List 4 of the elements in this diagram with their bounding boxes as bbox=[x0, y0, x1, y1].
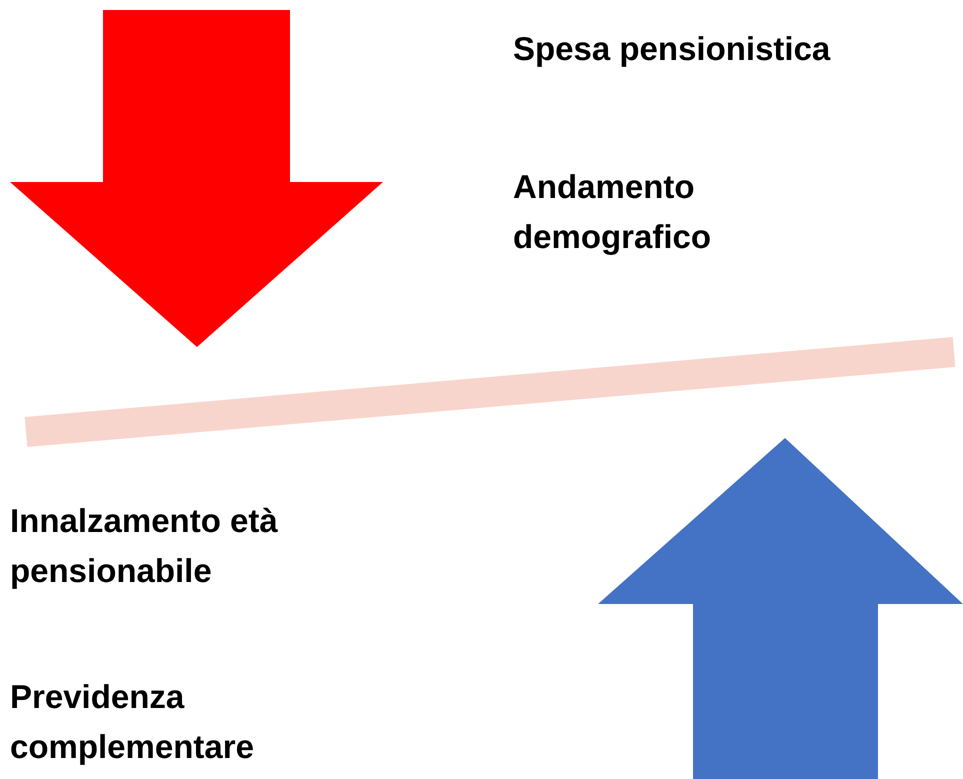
factor-label: Spesa pensionistica bbox=[513, 29, 830, 69]
factor-label: Innalzamento età pensionabile bbox=[10, 501, 279, 591]
factor-label: Andamento demografico bbox=[513, 167, 712, 257]
factor-label: Previdenza complementare bbox=[10, 677, 255, 767]
